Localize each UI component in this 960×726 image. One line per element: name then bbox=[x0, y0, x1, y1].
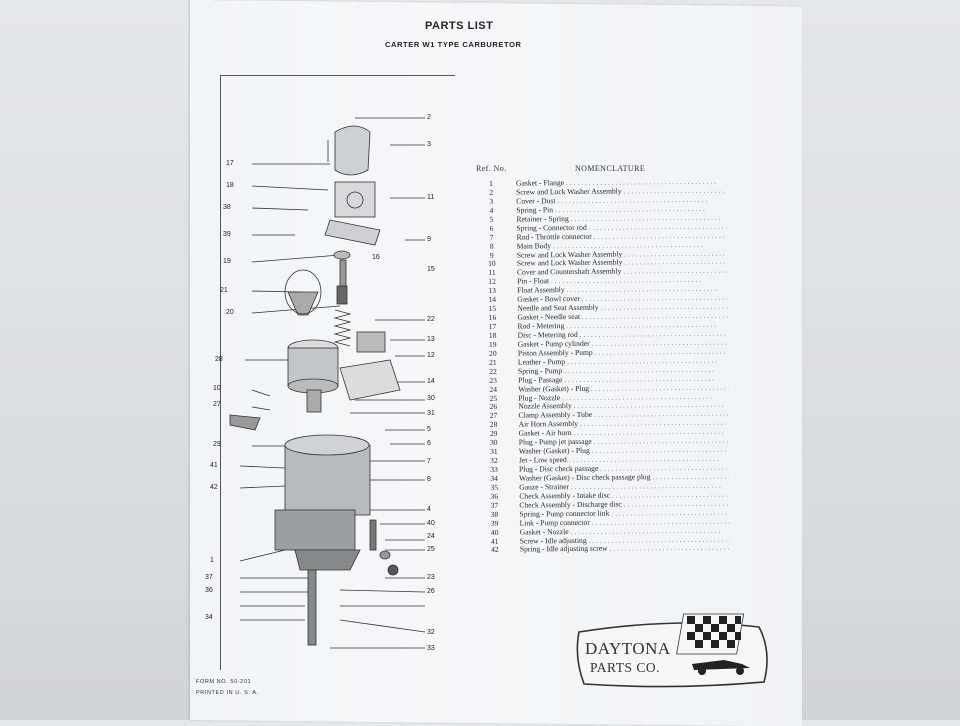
callout-37: 37 bbox=[205, 574, 213, 581]
callout-10: 10 bbox=[213, 385, 221, 392]
callout-22: 22 bbox=[427, 316, 435, 323]
callout-15: 15 bbox=[427, 266, 435, 273]
callout-27: 27 bbox=[213, 401, 221, 408]
callout-30: 30 bbox=[427, 395, 435, 402]
callout-16: 16 bbox=[372, 254, 380, 261]
callout-21: 21 bbox=[220, 287, 228, 294]
carburetor-exploded-diagram bbox=[229, 117, 426, 649]
callout-17: 17 bbox=[226, 160, 234, 167]
daytona-logo bbox=[576, 613, 768, 688]
callout-1: 1 bbox=[210, 557, 214, 564]
callout-11: 11 bbox=[427, 194, 435, 201]
callout-5: 5 bbox=[427, 426, 431, 433]
callout-8: 8 bbox=[427, 476, 431, 483]
callout-24: 24 bbox=[427, 533, 435, 540]
callout-38: 38 bbox=[223, 204, 231, 211]
callout-32: 32 bbox=[427, 629, 435, 636]
callout-33: 33 bbox=[427, 645, 435, 652]
callout-3: 3 bbox=[427, 141, 431, 148]
diagram-frame-left bbox=[220, 75, 221, 670]
page-title: PARTS LIST bbox=[425, 20, 494, 32]
callout-14: 14 bbox=[427, 378, 435, 385]
callout-31: 31 bbox=[427, 410, 435, 417]
callout-28: 28 bbox=[215, 356, 223, 363]
callout-26: 26 bbox=[427, 588, 435, 595]
callout-7: 7 bbox=[427, 458, 431, 465]
callout-34: 34 bbox=[205, 614, 213, 621]
callout-39: 39 bbox=[223, 231, 231, 238]
nomenclature-header: NOMENCLATURE bbox=[575, 164, 646, 173]
race-car-icon bbox=[692, 660, 750, 675]
callout-40: 40 bbox=[427, 520, 435, 527]
callout-4: 4 bbox=[427, 506, 431, 513]
callout-13: 13 bbox=[427, 336, 435, 343]
callout-41: 41 bbox=[210, 462, 218, 469]
logo-line-1: DAYTONA bbox=[585, 639, 671, 658]
callout-23: 23 bbox=[427, 574, 435, 581]
callout-2: 2 bbox=[427, 114, 431, 121]
callout-12: 12 bbox=[427, 352, 435, 359]
logo-line-2: PARTS CO. bbox=[590, 660, 660, 675]
form-number: FORM NO. 50-201 bbox=[196, 679, 252, 685]
checkered-flag-icon bbox=[676, 613, 745, 655]
ref-number: 42 bbox=[491, 545, 499, 555]
callout-18: 18 bbox=[226, 182, 234, 189]
page-subtitle: CARTER W1 TYPE CARBURETOR bbox=[385, 40, 522, 49]
callout-9: 9 bbox=[427, 236, 431, 243]
printed-in: PRINTED IN U. S. A. bbox=[196, 690, 259, 696]
callout-36: 36 bbox=[205, 587, 213, 594]
callout-20: 20 bbox=[226, 309, 234, 316]
callout-42: 42 bbox=[210, 484, 218, 491]
callout-25: 25 bbox=[427, 546, 435, 553]
diagram-frame-top bbox=[220, 75, 455, 76]
callout-19: 19 bbox=[223, 258, 231, 265]
callout-29: 29 bbox=[213, 441, 221, 448]
callout-6: 6 bbox=[427, 440, 431, 447]
ref-no-header: Ref. No. bbox=[476, 164, 507, 173]
